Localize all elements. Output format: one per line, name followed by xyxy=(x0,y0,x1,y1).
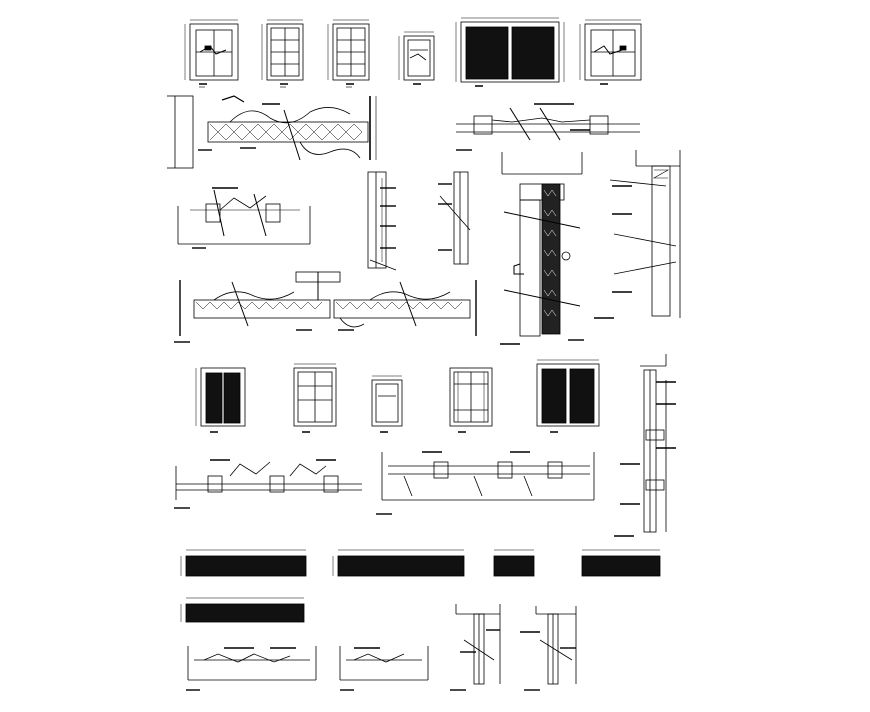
door-elevation-5 xyxy=(455,17,565,87)
door-elevation-8 xyxy=(293,363,337,433)
section-carved-panel xyxy=(167,95,377,169)
section-single-swing xyxy=(339,646,429,691)
door-elevation-6 xyxy=(579,19,642,85)
plan-strip-5 xyxy=(180,597,305,623)
section-jamb-detail xyxy=(177,187,311,249)
plan-strip-3 xyxy=(493,549,535,577)
plan-strip-4 xyxy=(581,549,661,577)
door-elevation-10 xyxy=(449,367,493,433)
door-elevation-1 xyxy=(184,19,239,88)
plan-strip-1 xyxy=(180,549,307,577)
plan-strip-2 xyxy=(332,549,465,577)
vertical-section-frame-1 xyxy=(367,171,397,271)
vertical-section-jamb-2 xyxy=(520,606,577,691)
section-wide-frame xyxy=(376,451,595,515)
vertical-section-head-to-sill xyxy=(594,150,681,319)
door-elevation-3 xyxy=(327,19,370,88)
section-frame-detail xyxy=(456,103,640,151)
door-elevation-9 xyxy=(371,375,403,433)
section-double-carved-panel xyxy=(174,271,477,343)
vertical-section-jamb-1 xyxy=(450,604,501,691)
section-bi-fold xyxy=(186,646,317,691)
vertical-section-tall-frame xyxy=(614,354,676,537)
door-elevation-11 xyxy=(536,359,600,433)
vertical-section-carved-leaf xyxy=(500,152,584,345)
vertical-section-frame-2 xyxy=(438,171,471,265)
door-elevation-4 xyxy=(398,31,435,85)
door-elevation-7 xyxy=(195,367,246,433)
section-sliding-frame xyxy=(174,459,362,509)
door-elevation-2 xyxy=(261,19,304,88)
